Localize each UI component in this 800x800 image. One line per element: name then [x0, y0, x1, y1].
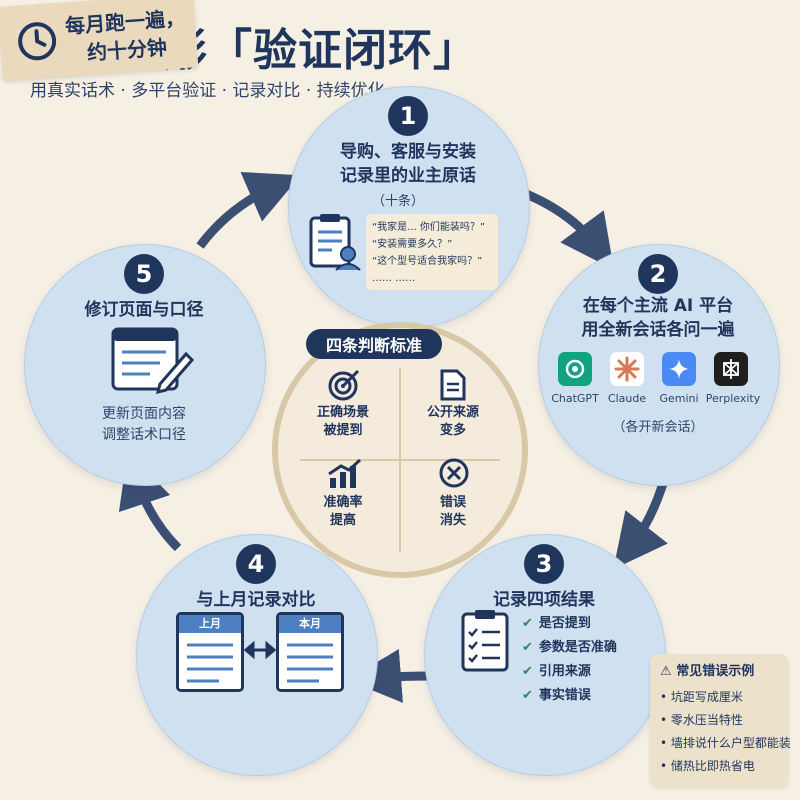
user-record-icon — [309, 214, 361, 271]
step-1-note: （十条） — [371, 194, 424, 209]
target-icon — [328, 369, 360, 401]
this-month-label: 本月 — [279, 615, 341, 633]
step-2-title-line2: 用全新会话各问一遍 — [581, 320, 735, 340]
arrow-5-to-1 — [196, 172, 301, 249]
platform-chatgpt: ChatGPT — [551, 392, 599, 405]
step-5-desc-line2: 调整话术口径 — [102, 427, 186, 443]
step-4-title: 与上月记录对比 — [196, 590, 316, 610]
platform-claude: Claude — [607, 392, 647, 405]
error-item-2: • 零水压当特性 — [660, 713, 743, 727]
platform-perplexity: Perplexity — [705, 392, 761, 405]
check-icon: ✔ — [522, 640, 533, 655]
check-icon: ✔ — [522, 664, 533, 679]
criterion-3-line1: 准确率 — [323, 495, 363, 510]
result-item-1: ✔是否提到 — [522, 616, 591, 631]
step-1-number: 1 — [388, 96, 428, 136]
platform-gemini: Gemini — [659, 392, 699, 405]
error-item-4: • 储热比即热省电 — [660, 759, 755, 773]
step-1-title-line1: 导购、客服与安装 — [340, 142, 476, 162]
step-5-desc-line1: 更新页面内容 — [102, 406, 186, 422]
doc-lines-icon — [187, 643, 233, 683]
step-2-number: 2 — [638, 254, 678, 294]
error-item-3: • 墙排说什么户型都能装 — [660, 736, 791, 750]
criterion-2-line2: 变多 — [439, 423, 466, 438]
result-item-4: ✔事实错误 — [522, 688, 591, 703]
arrow-4-to-5 — [118, 452, 182, 552]
error-item-1: • 坑距写成厘米 — [660, 690, 743, 704]
criterion-2-line1: 公开来源 — [426, 405, 479, 420]
criteria-dividers — [300, 368, 500, 552]
last-month-doc: 上月 — [176, 612, 244, 692]
step-2-note: （各开新会话） — [612, 420, 704, 435]
quote-3: “这个型号适合我家吗？” — [372, 256, 483, 267]
doc-lines-icon — [287, 643, 333, 683]
criterion-4-line2: 消失 — [439, 513, 466, 528]
frequency-tag: 每月跑一遍， 约十分钟 — [0, 0, 199, 81]
criterion-1-line1: 正确场景 — [316, 405, 369, 420]
criterion-1-line2: 被提到 — [323, 423, 363, 438]
arrow-2-to-3 — [613, 478, 669, 570]
step-5-title: 修订页面与口径 — [84, 300, 204, 320]
result-item-3: ✔引用来源 — [522, 664, 591, 679]
quote-2: “安装需要多久？” — [372, 239, 453, 250]
quote-1: “我家是... 你们能装吗？” — [372, 222, 486, 233]
step-5-number: 5 — [124, 254, 164, 294]
step-3-title: 记录四项结果 — [493, 590, 595, 610]
step-4-number: 4 — [236, 544, 276, 584]
criteria-title: 四条判断标准 — [306, 329, 442, 359]
chatgpt-logo-icon — [558, 352, 592, 386]
this-month-doc: 本月 — [276, 612, 344, 692]
edit-document-icon — [111, 327, 194, 395]
check-icon: ✔ — [522, 688, 533, 703]
gemini-logo-icon — [662, 352, 696, 386]
quote-bubble: “我家是... 你们能装吗？” “安装需要多久？” “这个型号适合我家吗？” …… — [366, 214, 498, 290]
step-3-number: 3 — [524, 544, 564, 584]
document-icon — [440, 369, 466, 401]
perplexity-logo-icon — [714, 352, 748, 386]
check-icon: ✔ — [522, 616, 533, 631]
last-month-label: 上月 — [179, 615, 241, 633]
common-errors-box: ⚠ 常见错误示例 • 坑距写成厘米 • 零水压当特性 • 墙排说什么户型都能装 … — [650, 654, 791, 786]
clipboard-icon — [461, 610, 509, 672]
errors-title: 常见错误示例 — [676, 664, 755, 679]
step-1-title-line2: 记录里的业主原话 — [340, 166, 476, 186]
x-circle-icon — [439, 458, 469, 488]
criterion-3-line2: 提高 — [329, 513, 356, 528]
warning-icon: ⚠ — [660, 664, 672, 679]
page-subtitle: 用真实话术 · 多平台验证 · 记录对比 · 持续优化 — [30, 81, 385, 101]
trend-up-icon — [328, 458, 362, 488]
claude-logo-icon — [610, 352, 644, 386]
criterion-4-line1: 错误 — [439, 495, 466, 510]
arrow-3-to-4 — [347, 649, 433, 703]
result-item-2: ✔参数是否准确 — [522, 640, 617, 655]
clock-icon — [18, 22, 57, 61]
step-2-title-line1: 在每个主流 AI 平台 — [582, 296, 734, 316]
compare-icon — [244, 640, 276, 660]
quote-4: …… …… — [372, 273, 416, 284]
